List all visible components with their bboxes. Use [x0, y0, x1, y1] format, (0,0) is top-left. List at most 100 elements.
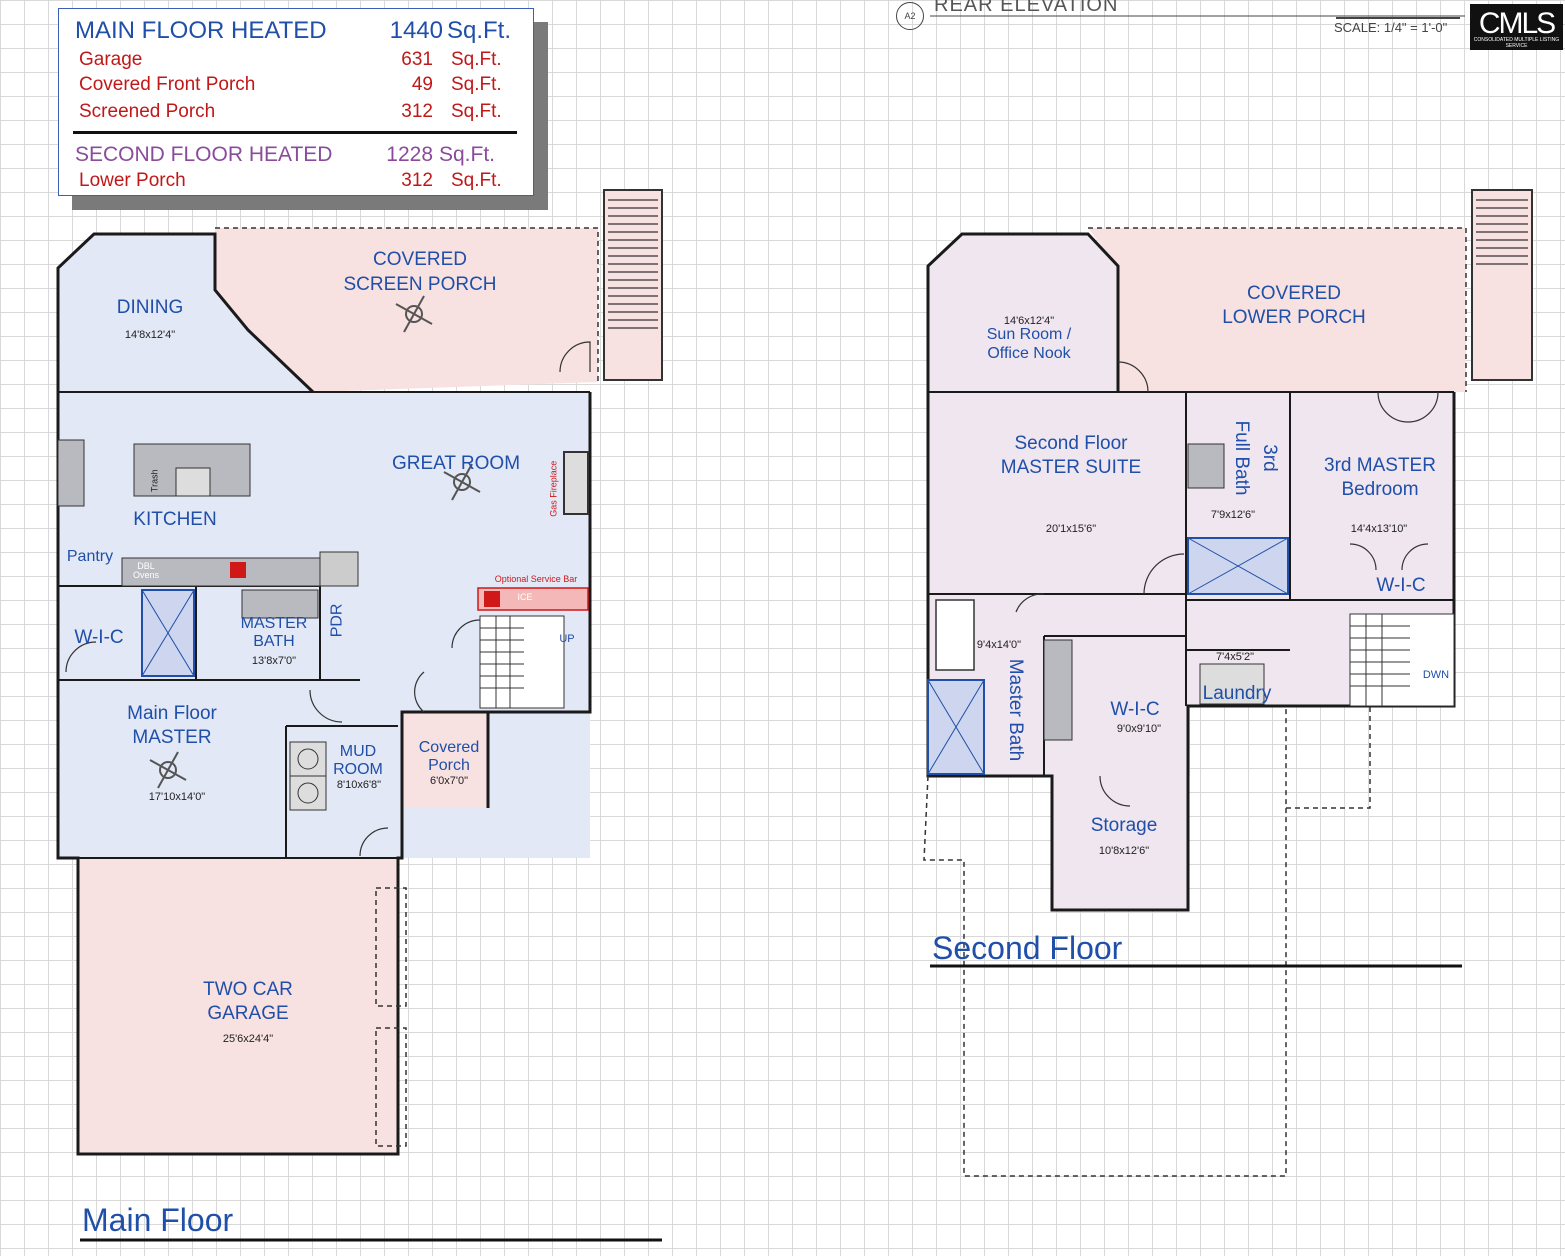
room-wic-center: W-I-C — [1110, 699, 1160, 720]
room-master-suite-2: MASTER SUITE — [1000, 457, 1142, 478]
screen-porch-outline — [215, 227, 599, 382]
legend-item: Screened Porch 312 Sq.Ft. — [79, 101, 502, 122]
dims-covered-porch: 6'0x7'0" — [429, 775, 469, 787]
room-mud-room-2: ROOM — [333, 761, 383, 778]
dims-mud-room: 8'10x6'8" — [336, 779, 382, 791]
garage-door-2 — [375, 1027, 407, 1147]
ice-label: ICE — [517, 592, 533, 602]
dims-full-bath: 7'9x12'6" — [1210, 509, 1256, 521]
microwave — [230, 562, 246, 578]
up-label: UP — [559, 633, 575, 645]
vanity-sinks — [241, 589, 319, 619]
service-bar-label: Optional Service Bar — [494, 574, 578, 584]
room-screen-porch-1: COVERED — [373, 249, 467, 270]
full-bath-vanity — [1187, 443, 1225, 489]
lower-porch-area — [1088, 228, 1466, 392]
room-lower-porch-1: COVERED — [1247, 283, 1341, 304]
upper-stair-treads — [1350, 614, 1410, 706]
dims-garage: 25'6x24'4" — [222, 1033, 274, 1045]
dims-sun-room: 14'6x12'4" — [1003, 315, 1055, 327]
counter-sink — [57, 439, 85, 507]
room-pdr: PDR — [328, 603, 346, 638]
ovens-label: DBL Ovens — [132, 561, 159, 581]
sun-room-area — [928, 234, 1118, 392]
dims-master-bath: 13'8x7'0" — [251, 655, 297, 667]
dims-storage: 10'8x12'6" — [1098, 845, 1150, 857]
room-upper-master-bath: Master Bath — [1004, 658, 1026, 762]
porch-stair-treads — [608, 199, 658, 329]
room-pantry: Pantry — [66, 548, 114, 565]
elevation-ref-marker: A2 — [896, 2, 924, 30]
lower-porch-outline — [1088, 227, 1467, 392]
room-covered-porch-2: Porch — [428, 757, 470, 774]
room-wic-main: W-I-C — [74, 627, 124, 648]
room-third-master-1: 3rd MASTER — [1324, 455, 1436, 476]
room-dining: DINING — [116, 297, 184, 318]
upper-vanity — [1043, 639, 1073, 741]
room-lower-porch-2: LOWER PORCH — [1222, 307, 1366, 328]
room-laundry: Laundry — [1202, 683, 1272, 704]
dwn-label: DWN — [1422, 669, 1450, 681]
legend-item: Covered Front Porch 49 Sq.Ft. — [79, 74, 502, 95]
garage-door-1 — [375, 887, 407, 1007]
upper-porch-stairs — [1471, 189, 1533, 381]
second-floor-title: Second Floor — [932, 930, 1123, 966]
main-floor-title: Main Floor — [82, 1202, 234, 1238]
room-master-bath-1: MASTER — [240, 615, 308, 632]
room-main-master-2: MASTER — [132, 727, 212, 748]
dining-wall — [56, 232, 315, 394]
storage-area — [1052, 776, 1188, 910]
fridge — [319, 551, 359, 587]
dims-main-master: 17'10x14'0" — [148, 791, 206, 803]
upper-tub — [935, 599, 975, 671]
room-garage-2: GARAGE — [207, 1003, 289, 1024]
fireplace — [563, 451, 589, 515]
upper-stairs — [1349, 613, 1455, 707]
laundry-machines — [1199, 663, 1265, 705]
room-storage: Storage — [1090, 815, 1158, 836]
dims-laundry: 7'4x5'2" — [1215, 651, 1255, 663]
scale-label: SCALE: 1/4" = 1'-0" — [1334, 20, 1448, 35]
room-screen-porch-2: SCREEN PORCH — [343, 274, 497, 295]
garage-area — [78, 858, 398, 1154]
below-outline — [923, 706, 1287, 1177]
legend-item: Lower Porch 312 Sq.Ft. — [79, 170, 502, 191]
legend-main-floor: MAIN FLOOR HEATED 1440 Sq.Ft. — [75, 17, 512, 44]
dims-third-master: 14'4x13'10" — [1350, 523, 1408, 535]
room-great-room: GREAT ROOM — [391, 453, 521, 474]
room-third-master-2: Bedroom — [1341, 479, 1419, 500]
dims-dining: 14'8x12'4" — [124, 329, 176, 341]
room-full-bath-2: Full Bath — [1230, 420, 1252, 496]
room-master-bath-2: BATH — [253, 633, 295, 650]
room-garage-1: TWO CAR — [203, 979, 293, 1000]
service-bar-sink — [484, 591, 500, 607]
cooktop — [175, 467, 211, 497]
main-stair-treads — [480, 616, 524, 708]
fireplace-label: Gas Fireplace — [548, 460, 559, 517]
area-legend: MAIN FLOOR HEATED 1440 Sq.Ft. Garage 631… — [58, 8, 534, 196]
dims-wic-center: 9'0x9'10" — [1116, 723, 1162, 735]
main-stairs — [479, 615, 565, 709]
porch-stairs — [603, 189, 663, 381]
washer — [289, 741, 327, 777]
trash-label: Trash — [149, 469, 160, 493]
covered-porch-area — [402, 712, 488, 808]
room-wic-right: W-I-C — [1376, 575, 1426, 596]
legend-item: Garage 631 Sq.Ft. — [79, 49, 502, 70]
below-outline-2 — [1286, 706, 1371, 809]
legend-divider — [73, 131, 517, 134]
legend-second-floor: SECOND FLOOR HEATED 1228 Sq.Ft. — [75, 143, 496, 166]
room-sun-room-2: Office Nook — [987, 345, 1071, 362]
room-master-suite-1: Second Floor — [1014, 433, 1128, 454]
room-mud-room-1: MUD — [339, 743, 377, 760]
room-kitchen: KITCHEN — [133, 509, 217, 530]
dims-master-suite: 20'1x15'6" — [1045, 523, 1097, 535]
service-bar — [477, 587, 589, 611]
room-covered-porch-1: Covered — [418, 739, 480, 756]
dryer — [289, 775, 327, 811]
sun-room-wall — [926, 232, 1120, 392]
upper-porch-stair-treads — [1476, 199, 1528, 265]
room-sun-room-1: Sun Room / — [986, 326, 1072, 343]
